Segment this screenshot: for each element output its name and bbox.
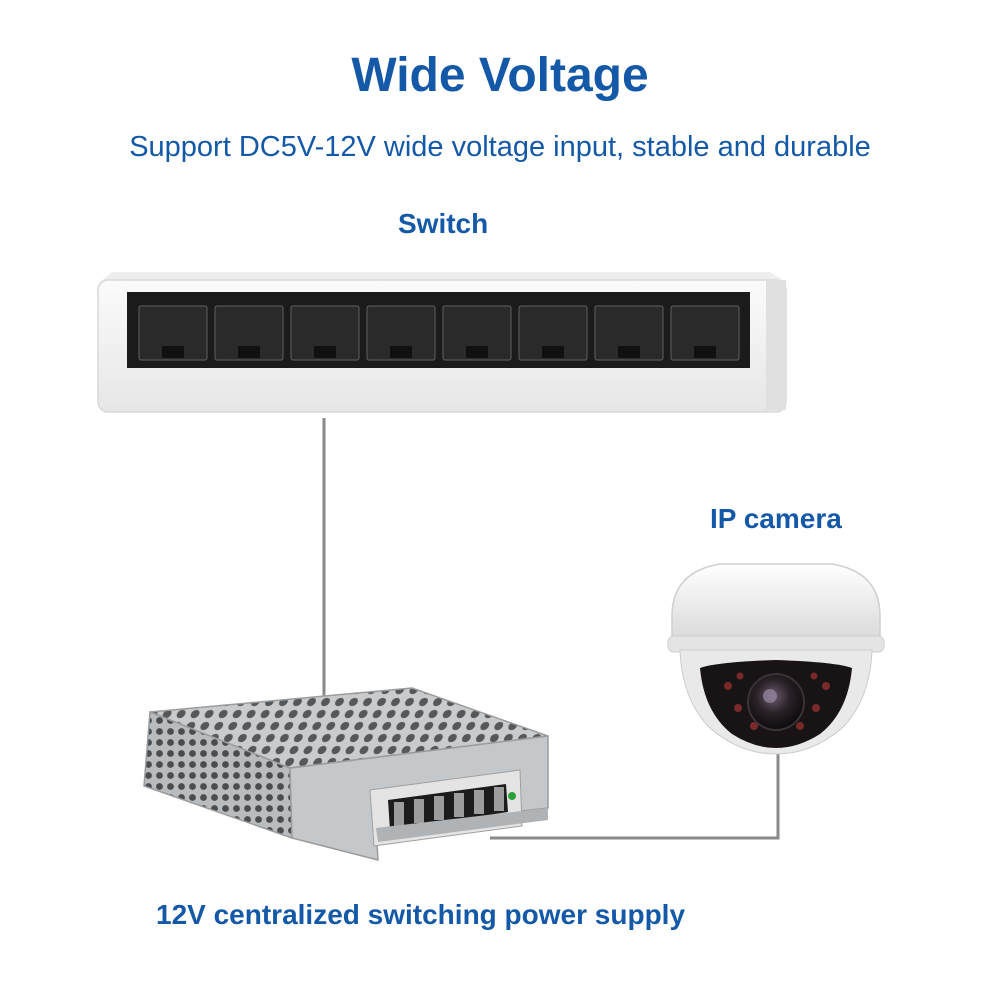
power-supply-label: 12V centralized switching power supply: [156, 899, 686, 930]
switch-device-icon: [97, 272, 787, 413]
switch-label: Switch: [398, 208, 489, 239]
page-title: Wide Voltage: [351, 49, 649, 102]
cable-psu-to-camera: [490, 752, 780, 840]
camera-label: IP camera: [710, 503, 842, 534]
ip-camera-icon: [667, 563, 885, 755]
power-supply-icon: [143, 687, 549, 861]
page-subtitle: Support DC5V-12V wide voltage input, sta…: [129, 131, 871, 163]
ethernet-port-icons: [138, 305, 740, 361]
